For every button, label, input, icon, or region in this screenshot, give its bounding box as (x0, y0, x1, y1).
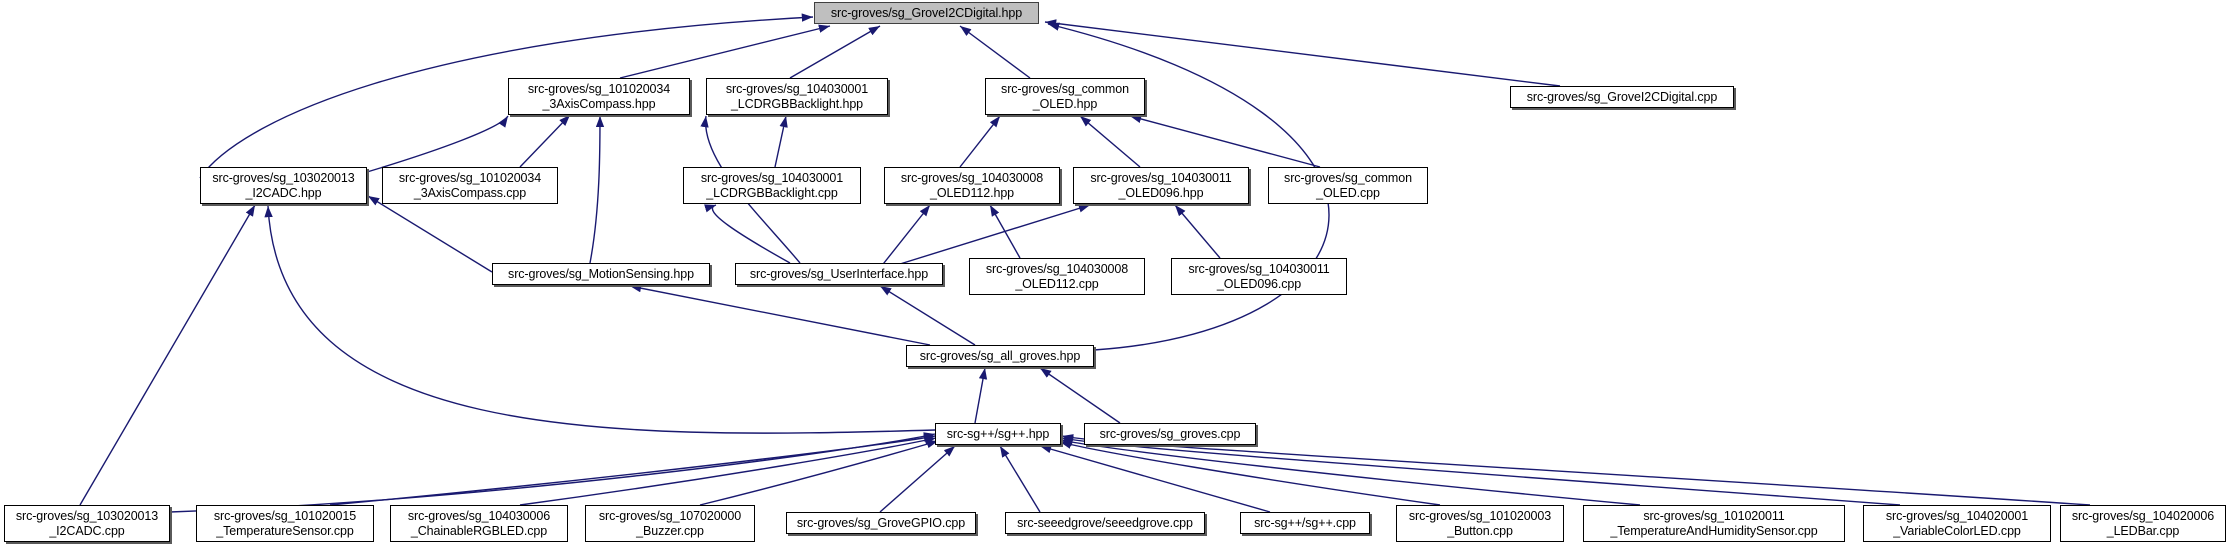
edge-n13-to-n8 (989, 204, 1021, 259)
graph-node[interactable]: src-groves/sg_common _OLED.hpp (985, 78, 1145, 115)
graph-node[interactable]: src-groves/sg_common _OLED.cpp (1268, 167, 1428, 204)
edge-n22-to-n16 (879, 445, 956, 513)
graph-node[interactable]: src-groves/sg_101020015 _TemperatureSens… (196, 505, 374, 542)
graph-node[interactable]: src-groves/sg_101020011 _TemperatureAndH… (1583, 505, 1845, 542)
edge-n16-to-n15 (974, 367, 988, 424)
graph-node[interactable]: src-groves/sg_GroveI2CDigital.cpp (1510, 86, 1734, 108)
edge-n23-to-n16 (999, 445, 1041, 513)
edge-n4-to-n0 (1044, 19, 1561, 87)
graph-node[interactable]: src-groves/sg_104030008 _OLED112.cpp (969, 258, 1145, 295)
graph-node[interactable]: src-groves/sg_GroveGPIO.cpp (786, 512, 976, 534)
graph-node-root[interactable]: src-groves/sg_GroveI2CDigital.hpp (814, 2, 1039, 24)
edge-n16-to-n5 (264, 205, 936, 434)
graph-node[interactable]: src-groves/sg_103020013 _I2CADC.hpp (200, 167, 367, 204)
edge-n10-to-n3 (1129, 114, 1321, 168)
graph-node[interactable]: src-groves/sg_101020003 _Button.cpp (1396, 505, 1564, 542)
edge-n25-to-n16 (1059, 440, 1441, 506)
edge-n11-to-n5 (367, 195, 493, 273)
edge-n7-to-n2 (774, 115, 788, 168)
edge-n18-to-n5 (79, 204, 256, 506)
edge-n26-to-n16 (1060, 438, 1641, 506)
graph-node[interactable]: src-sg++/sg++.hpp (935, 423, 1061, 445)
edge-n19-to-n16 (329, 433, 936, 506)
edge-n6-to-n1 (519, 114, 571, 168)
edge-n11-to-n1 (589, 115, 605, 264)
edge-n24-to-n16 (1039, 445, 1271, 513)
edge-n20-to-n16 (519, 436, 937, 506)
graph-node[interactable]: src-groves/sg_104030011 _OLED096.cpp (1171, 258, 1347, 295)
graph-node[interactable]: src-groves/sg_104030008 _OLED112.hpp (884, 167, 1060, 204)
graph-node[interactable]: src-groves/sg_104020001 _VariableColorLE… (1863, 505, 2051, 542)
graph-node[interactable]: src-groves/sg_104030001 _LCDRGBBacklight… (683, 167, 861, 204)
edge-n9-to-n3 (1079, 115, 1141, 168)
graph-node[interactable]: src-groves/sg_UserInterface.hpp (735, 263, 943, 285)
edge-n5-to-n1 (366, 115, 509, 173)
edge-n15-to-n12 (879, 285, 976, 346)
edge-n8-to-n3 (959, 115, 1001, 168)
graph-node[interactable]: src-groves/sg_103020013 _I2CADC.cpp (4, 505, 170, 542)
graph-node[interactable]: src-groves/sg_104030011 _OLED096.hpp (1073, 167, 1249, 204)
edge-n18-to-n16 (169, 432, 936, 513)
graph-node[interactable]: src-groves/sg_all_groves.hpp (906, 345, 1094, 367)
edge-n2-to-n0 (789, 25, 881, 79)
graph-node[interactable]: src-groves/sg_MotionSensing.hpp (492, 263, 710, 285)
graph-node[interactable]: src-groves/sg_107020000 _Buzzer.cpp (585, 505, 755, 542)
edge-n17-to-n15 (1039, 367, 1121, 424)
graph-node[interactable]: src-sg++/sg++.cpp (1240, 512, 1370, 534)
edge-n12-to-n8 (879, 204, 931, 269)
graph-node[interactable]: src-groves/sg_101020034 _3AxisCompass.hp… (508, 78, 690, 115)
edge-n15-to-n11 (629, 284, 931, 346)
graph-node[interactable]: src-groves/sg_104030001 _LCDRGBBacklight… (706, 78, 888, 115)
edge-n3-to-n0 (959, 25, 1031, 79)
graph-node[interactable]: src-groves/sg_104020006 _LEDBar.cpp (2060, 505, 2226, 542)
edge-n1-to-n0 (619, 24, 831, 79)
edge-n14-to-n9 (1174, 204, 1221, 259)
edge-n27-to-n16 (1061, 436, 1901, 506)
graph-node[interactable]: src-groves/sg_104030006 _ChainableRGBLED… (390, 505, 568, 542)
edge-n12-to-n9 (899, 204, 1091, 265)
edge-n12-to-n7 (704, 204, 791, 264)
graph-node[interactable]: src-seeedgrove/seeedgrove.cpp (1005, 512, 1205, 534)
graph-node[interactable]: src-groves/sg_101020034 _3AxisCompass.cp… (382, 167, 558, 204)
graph-node[interactable]: src-groves/sg_groves.cpp (1084, 423, 1256, 445)
edge-n21-to-n16 (699, 440, 939, 506)
edge-n28-to-n16 (1061, 434, 2091, 506)
